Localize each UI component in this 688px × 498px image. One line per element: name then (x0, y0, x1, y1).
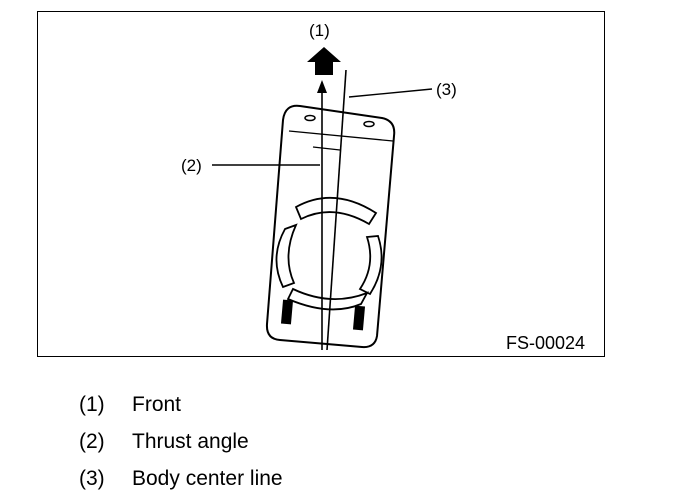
legend-label: Body center line (132, 467, 283, 490)
legend-number: (3) (79, 467, 105, 490)
figure-code: FS-00024 (506, 333, 585, 353)
thrust-line (317, 80, 327, 350)
legend-label: Thrust angle (132, 430, 249, 453)
callout-thrust-angle: (2) (181, 156, 202, 175)
legend: (1) Front (2) Thrust angle (3) Body cent… (79, 386, 283, 497)
leader-lines (212, 88, 433, 166)
callout-front: (1) (309, 21, 330, 40)
legend-number: (1) (79, 393, 105, 416)
front-arrow-icon (307, 47, 341, 75)
rear-marks (280, 299, 366, 331)
legend-item-body-center-line: (3) Body center line (79, 460, 283, 497)
legend-label: Front (132, 393, 182, 416)
legend-number: (2) (79, 430, 105, 453)
vehicle-outline (265, 104, 396, 349)
body-center-line (326, 69, 347, 351)
legend-item-front: (1) Front (79, 386, 283, 423)
front-slot-marks (304, 114, 375, 128)
center-ring-segments (275, 196, 383, 311)
callout-body-center-line: (3) (436, 80, 457, 99)
legend-item-thrust-angle: (2) Thrust angle (79, 423, 283, 460)
